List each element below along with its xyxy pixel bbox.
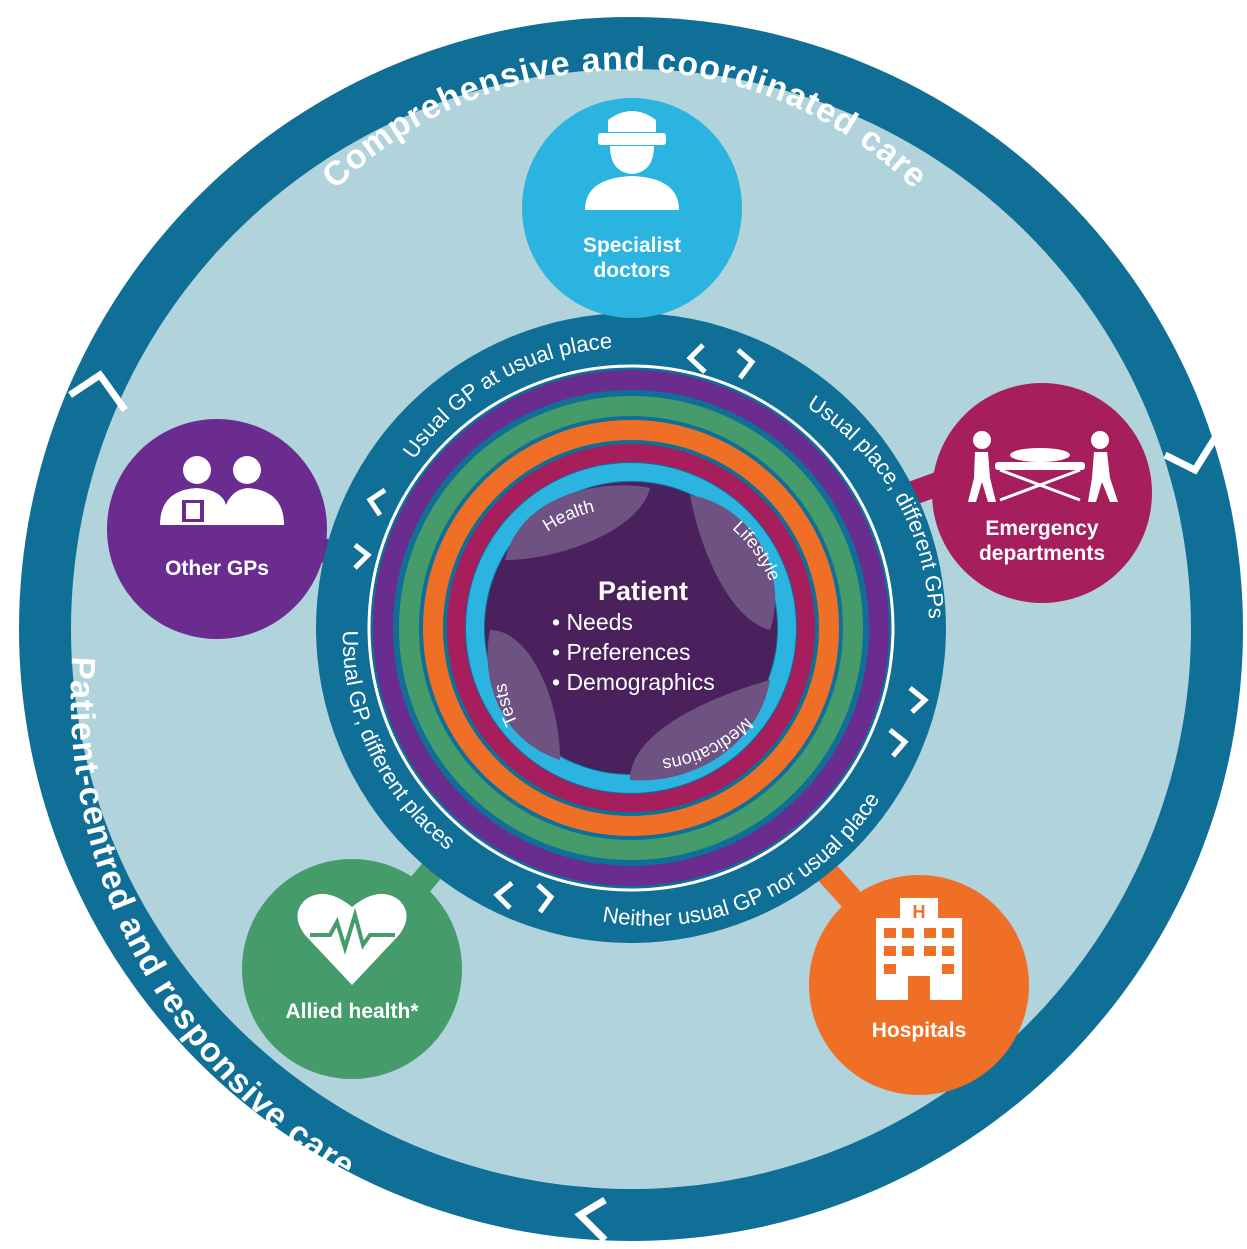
petal-tests — [487, 630, 560, 760]
chevron-ring-left-bottom-icon — [353, 543, 372, 570]
surgeon-icon — [585, 111, 679, 210]
node-hospitals[interactable]: H Hospitals — [809, 875, 1029, 1095]
node-allied-label: Allied health* — [285, 1000, 419, 1023]
node-specialist-doctors[interactable]: Specialist doctors — [522, 98, 742, 318]
chevron-ring-bottom-left-icon — [493, 881, 514, 910]
chevron-right-icon — [1163, 428, 1223, 475]
chevron-ring-top-left-icon — [686, 343, 707, 374]
petal-health — [505, 485, 650, 560]
node-hospitals-label: Hospitals — [872, 1019, 967, 1042]
petal-lifestyle — [690, 495, 776, 630]
node-emergency-departments[interactable]: Emergency departments — [932, 383, 1152, 603]
chevron-ring-right-bottom-icon — [888, 728, 909, 758]
node-emergency-circle — [932, 383, 1152, 603]
patient-item-needs: • Needs — [552, 609, 633, 635]
petals — [487, 485, 776, 781]
ring-chevrons — [353, 343, 929, 914]
hospital-icon: H — [876, 898, 962, 1000]
patient-item-preferences: • Preferences — [552, 639, 690, 665]
doctors-icon — [160, 456, 284, 525]
chevron-ring-bottom-right-icon — [536, 883, 555, 914]
node-other-gps-circle — [107, 419, 327, 639]
ring-green — [399, 396, 863, 860]
stretcher-icon — [968, 431, 1118, 502]
chevron-ring-right-top-icon — [908, 686, 929, 714]
ring-orange — [423, 420, 839, 836]
node-emergency-label-line1: Emergency — [985, 517, 1099, 540]
outer-chevrons — [68, 370, 1223, 1243]
patient-title: Patient — [598, 576, 688, 606]
node-specialist-label-line2: doctors — [593, 259, 670, 282]
chevron-left-icon — [68, 370, 128, 413]
node-emergency-label-line2: departments — [979, 542, 1105, 565]
ring-purple — [373, 370, 889, 886]
node-specialist-label-line1: Specialist — [583, 234, 681, 257]
node-allied-health[interactable]: Allied health* — [242, 859, 462, 1079]
node-other-gps[interactable]: Other GPs — [107, 419, 327, 639]
chevron-ring-left-top-icon — [366, 487, 387, 517]
node-other-gps-label: Other GPs — [165, 557, 269, 580]
continuity-divider — [367, 364, 895, 892]
heart-pulse-icon — [297, 893, 407, 985]
ring-blue — [466, 463, 796, 793]
patient-core — [485, 482, 777, 774]
chevron-ring-top-right-icon — [736, 348, 756, 380]
patient-item-demographics: • Demographics — [552, 669, 715, 695]
svg-text:H: H — [913, 902, 926, 922]
petal-medications — [630, 680, 770, 781]
chevron-bottom-icon — [574, 1196, 608, 1243]
ring-crimson — [447, 444, 815, 812]
